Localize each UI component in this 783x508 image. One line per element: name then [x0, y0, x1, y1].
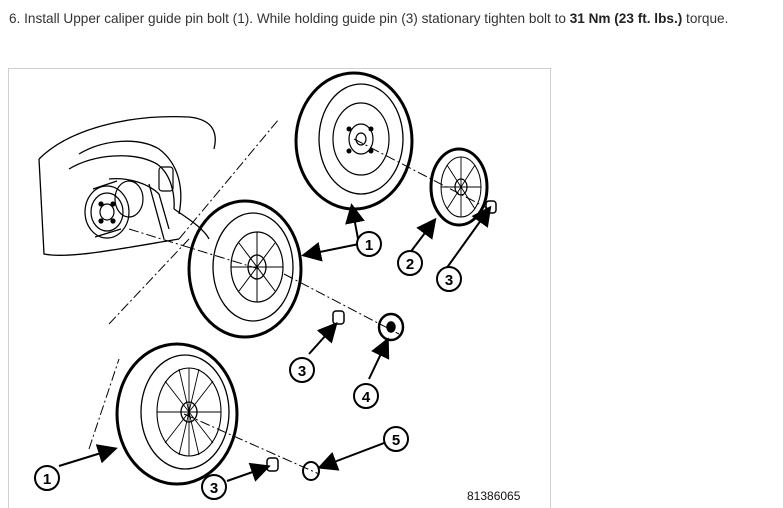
- svg-text:1: 1: [43, 471, 51, 488]
- callout-1-top: 1: [356, 231, 382, 257]
- svg-text:3: 3: [298, 363, 306, 380]
- callout-3-middle: 3: [289, 357, 315, 383]
- callout-2: 2: [397, 250, 423, 276]
- bottom-tire-illustration: [115, 342, 320, 486]
- svg-text:3: 3: [210, 480, 218, 497]
- callout-4: 4: [353, 383, 379, 409]
- callout-5: 5: [383, 426, 409, 452]
- top-tire-illustration: [294, 71, 414, 211]
- callout-3-bottom: 3: [201, 474, 227, 500]
- instruction-tail: torque.: [686, 11, 729, 26]
- separator-lines: [88, 118, 490, 475]
- svg-text:4: 4: [362, 389, 371, 406]
- hub-cap-illustration: [429, 147, 497, 227]
- callout-1-bottom: 1: [34, 465, 60, 491]
- middle-tire-illustration: [187, 199, 405, 342]
- step-number: 6.: [9, 11, 21, 26]
- figure-id: 81386065: [467, 489, 521, 503]
- torque-value: 31 Nm (23 ft. lbs.): [569, 11, 683, 26]
- instruction-body: Install Upper caliper guide pin bolt (1)…: [24, 11, 566, 26]
- hub-rotor-illustration: [84, 166, 174, 239]
- callout-3-top: 3: [436, 266, 462, 292]
- svg-text:2: 2: [406, 256, 414, 273]
- svg-text:5: 5: [392, 432, 400, 449]
- wheel-diagram-figure: 1 2 3 3 4 5 1: [8, 68, 551, 508]
- vehicle-fender-illustration: [38, 115, 216, 256]
- callout-arrows: [58, 203, 492, 482]
- instruction-text: 6. Install Upper caliper guide pin bolt …: [9, 9, 779, 29]
- svg-text:1: 1: [365, 237, 373, 254]
- wheel-diagram: 1 2 3 3 4 5 1: [34, 71, 497, 500]
- svg-text:3: 3: [445, 272, 453, 289]
